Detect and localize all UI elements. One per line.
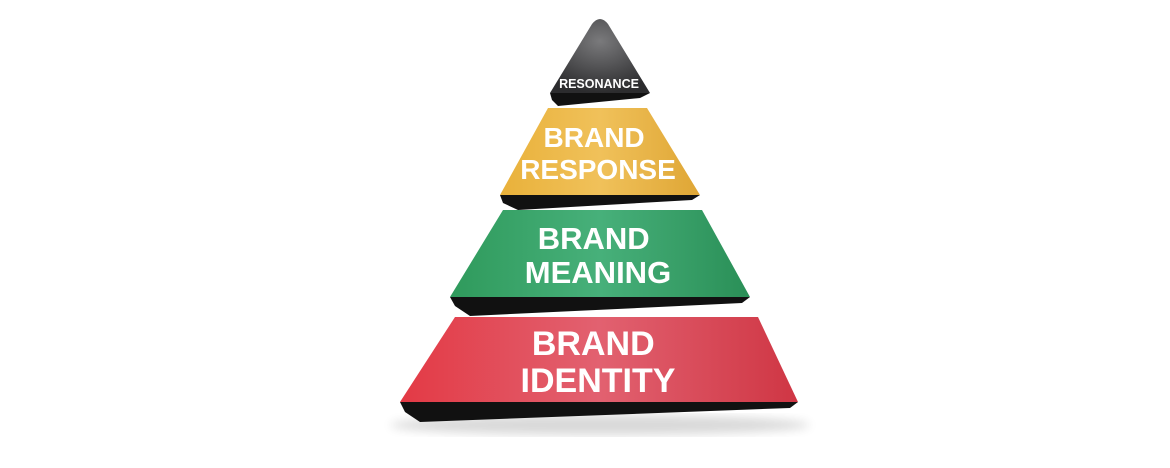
level-shadow	[400, 402, 798, 422]
level-resonance: RESONANCE	[550, 19, 650, 106]
level-face	[400, 317, 798, 402]
level-brand-response: BRAND RESPONSE	[500, 108, 700, 210]
level-shadow	[550, 93, 650, 106]
level-shadow	[450, 297, 750, 316]
level-label: RESONANCE	[559, 77, 639, 91]
level-label: BRAND RESPONSE	[520, 122, 676, 185]
level-label: BRAND IDENTITY	[521, 325, 676, 400]
level-face	[450, 210, 750, 297]
level-face	[500, 108, 700, 195]
level-face	[550, 19, 650, 93]
level-label: BRAND MEANING	[525, 221, 671, 290]
level-brand-meaning: BRAND MEANING	[450, 210, 750, 316]
level-brand-identity: BRAND IDENTITY	[400, 317, 798, 422]
level-shadow	[500, 195, 700, 210]
ground-shadow	[390, 415, 810, 435]
